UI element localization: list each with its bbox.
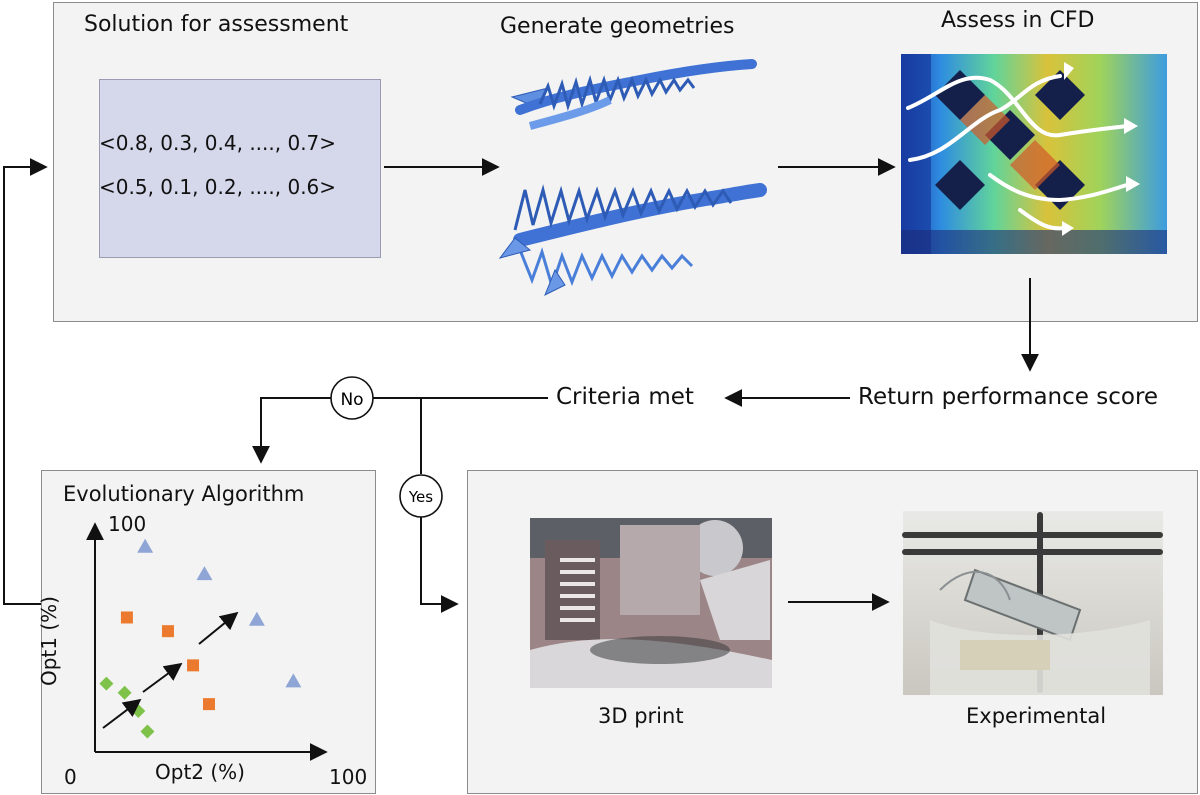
- square-point-1: [161, 625, 174, 638]
- axis-origin: 0: [64, 765, 77, 789]
- triangle-point-0: [137, 538, 154, 553]
- ea-title: Evolutionary Algorithm: [63, 482, 305, 506]
- arrow-ea-to-solution: [3, 158, 48, 605]
- geometry-image-2: [498, 183, 767, 297]
- criteria-met-label: Criteria met: [556, 384, 694, 410]
- solution-box: [99, 79, 381, 258]
- diamond-point-1: [117, 685, 132, 700]
- geometry-image-1: [510, 59, 757, 130]
- cfd-image: [901, 54, 1167, 254]
- solution-title: Solution for assessment: [84, 12, 349, 37]
- triangle-point-2: [248, 611, 265, 626]
- print-label: 3D print: [598, 704, 684, 728]
- square-point-0: [120, 611, 133, 624]
- square-point-3: [203, 698, 215, 711]
- yes-decision-label: Yes: [408, 488, 433, 506]
- triangle-point-3: [285, 673, 302, 688]
- solution-vector-2: <0.5, 0.1, 0.2, ...., 0.6>: [99, 175, 337, 199]
- y-axis-max: 100: [108, 512, 147, 536]
- no-decision-label: No: [340, 390, 363, 410]
- ea-trend-arrows: [102, 611, 239, 729]
- experimental-image: [902, 511, 1163, 695]
- x-axis-label: Opt2 (%): [155, 760, 245, 784]
- solution-vector-1: <0.8, 0.3, 0.4, ...., 0.7>: [99, 131, 337, 155]
- yes-decision-node: [399, 474, 443, 518]
- square-point-2: [187, 659, 200, 672]
- diamond-point-3: [140, 724, 155, 739]
- generate-title: Generate geometries: [500, 14, 735, 39]
- triangle-point-1: [196, 566, 213, 581]
- return-score-label: Return performance score: [858, 384, 1159, 410]
- diamond-point-0: [99, 676, 114, 691]
- cfd-title: Assess in CFD: [941, 8, 1095, 33]
- no-decision-node: [330, 376, 374, 420]
- arrow-no-to-ea: [252, 397, 331, 464]
- print-image: [530, 518, 772, 688]
- x-axis-max: 100: [329, 765, 368, 789]
- experimental-label: Experimental: [966, 704, 1107, 728]
- arrow-yes-to-fabrication: [420, 517, 459, 613]
